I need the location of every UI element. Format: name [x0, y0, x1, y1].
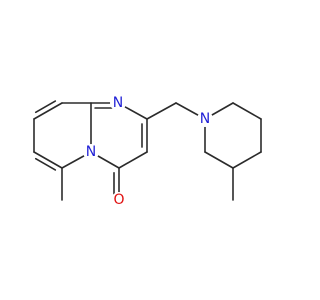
- bond-1: [33, 102, 63, 120]
- atom-o-carbonyl: O: [111, 192, 127, 208]
- molecule-structure-svg: N N N O: [33, 95, 262, 208]
- atom-label-n-bridgehead: N: [86, 144, 96, 160]
- double-bond-inner-0: [34, 100, 57, 114]
- bond-group: [33, 100, 262, 201]
- bond-9: [118, 151, 148, 169]
- double-bond-inner-1: [34, 157, 57, 171]
- bond-12: [146, 102, 177, 120]
- bond-15: [232, 102, 262, 120]
- molecule-diagram: N N N O: [33, 95, 262, 208]
- atom-label-o-carbonyl: O: [113, 192, 124, 208]
- atom-label-n-piperidine: N: [200, 111, 210, 127]
- atom-label-n-pyrimidine: N: [113, 95, 123, 111]
- atom-n-pyrimidine: N: [110, 95, 126, 111]
- atom-n-bridgehead: N: [83, 144, 99, 160]
- bond-17: [232, 151, 262, 169]
- bond-18: [204, 151, 234, 169]
- bond-3: [33, 151, 63, 169]
- atom-n-piperidine: N: [197, 111, 213, 127]
